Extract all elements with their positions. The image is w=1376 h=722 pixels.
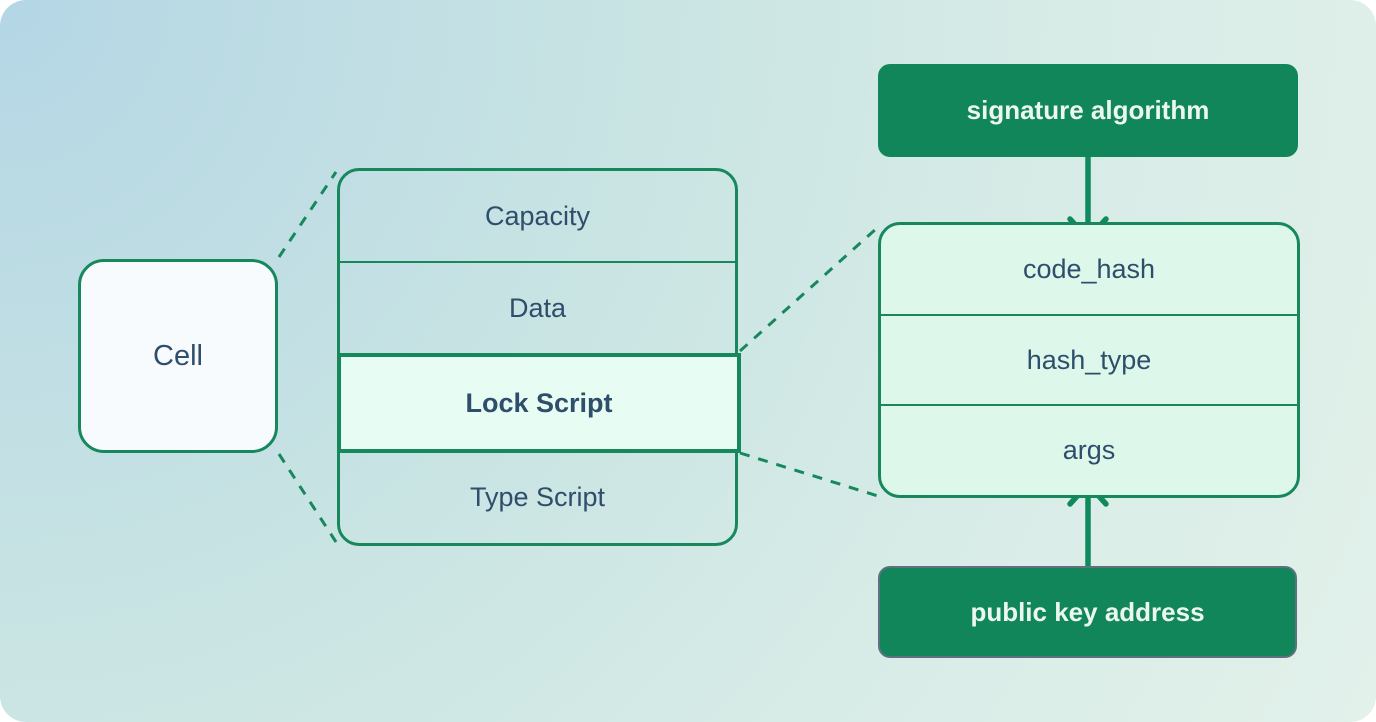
- row-lock-script: Lock Script: [337, 353, 741, 453]
- signature-algorithm-box: signature algorithm: [878, 64, 1298, 157]
- row-type-script: Type Script: [340, 453, 735, 543]
- cell-box: Cell: [78, 259, 278, 453]
- public-key-address-label: public key address: [970, 596, 1205, 627]
- row-code-hash-label: code_hash: [1022, 253, 1156, 284]
- row-data: Data: [340, 261, 735, 353]
- row-code-hash: code_hash: [881, 225, 1297, 314]
- cell-label: Cell: [153, 339, 203, 372]
- public-key-address-box: public key address: [878, 566, 1297, 658]
- row-hash-type-label: hash_type: [1026, 344, 1152, 375]
- row-capacity-label: Capacity: [484, 200, 591, 231]
- dashed-connector-cell-bottom: [277, 453, 338, 543]
- dashed-connector-cell-top: [277, 171, 338, 258]
- row-hash-type: hash_type: [881, 313, 1297, 405]
- lock-script-structure-box: code_hash hash_type args: [878, 222, 1300, 498]
- row-args-label: args: [1062, 435, 1116, 466]
- dashed-connector-lock-top: [738, 226, 879, 353]
- dashed-connector-lock-bottom: [739, 451, 879, 498]
- cell-structure-box: Capacity Data Lock Script Type Script: [337, 168, 741, 546]
- row-data-label: Data: [508, 292, 567, 323]
- row-type-script-label: Type Script: [469, 482, 606, 513]
- row-args: args: [881, 404, 1297, 495]
- signature-algorithm-label: signature algorithm: [966, 95, 1210, 125]
- row-capacity: Capacity: [340, 171, 735, 261]
- row-lock-script-label: Lock Script: [465, 387, 613, 418]
